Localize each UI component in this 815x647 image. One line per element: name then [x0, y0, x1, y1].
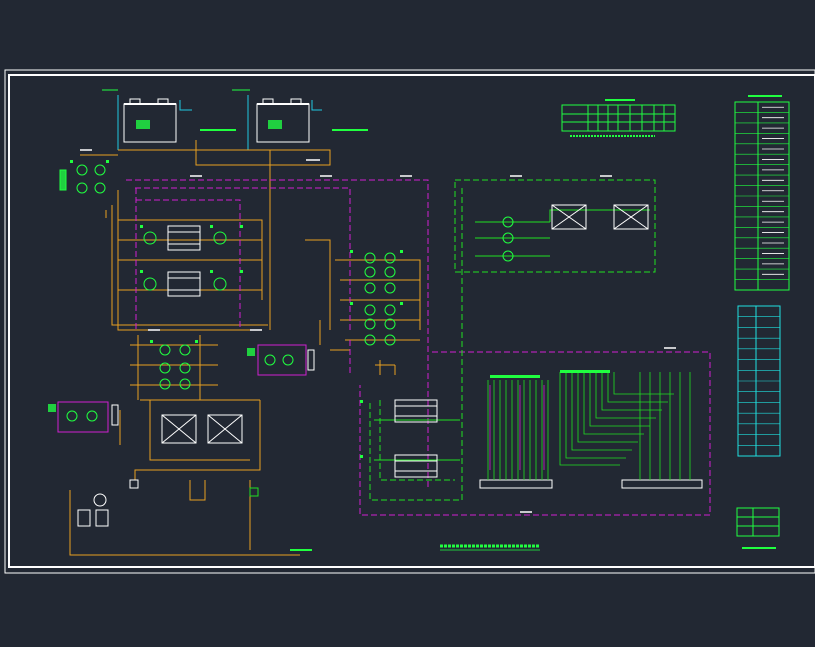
- branch-pipes-pink: [489, 385, 545, 470]
- number-table-rows: [738, 316, 780, 446]
- distributor-header-2[interactable]: [621, 479, 703, 489]
- distributor-header-1[interactable]: [479, 479, 553, 489]
- drawing-inner-frame: [8, 74, 815, 568]
- chiller-3[interactable]: [394, 399, 438, 423]
- right-pump-group[interactable]: [364, 252, 396, 346]
- cooling-water-pipes: [369, 179, 656, 501]
- cooling-water-pump-group[interactable]: [502, 216, 514, 262]
- parameter-table: [561, 99, 676, 132]
- valve-markers: [70, 160, 610, 458]
- plate-heat-exchanger-2[interactable]: [207, 414, 243, 444]
- expansion-unit-left[interactable]: [48, 401, 119, 433]
- expansion-unit-middle[interactable]: [247, 344, 315, 376]
- legend-table: [734, 95, 790, 291]
- branch-pipes: [487, 372, 691, 480]
- drawing-outer-frame: [4, 69, 815, 574]
- make-up-water-pipes: [117, 95, 322, 150]
- chiller-2[interactable]: [143, 271, 227, 297]
- middle-pump-group[interactable]: [159, 344, 191, 390]
- chiller-4[interactable]: [394, 454, 438, 478]
- heat-exchanger-top-1[interactable]: [551, 204, 587, 230]
- cooling-tower-1[interactable]: [123, 98, 177, 143]
- plate-heat-exchanger-1[interactable]: [161, 414, 197, 444]
- legend-table-rows: [735, 106, 789, 280]
- chilled-water-pipes: [69, 140, 421, 556]
- left-pump-group[interactable]: [59, 164, 106, 194]
- chiller-1[interactable]: [143, 225, 227, 251]
- cooling-tower-2[interactable]: [256, 98, 310, 143]
- heat-exchanger-top-2[interactable]: [613, 204, 649, 230]
- pink-chilled-loops: [126, 179, 711, 516]
- tower-annotations: [102, 89, 368, 131]
- pipe-size-labels: [80, 149, 676, 513]
- small-table: [736, 507, 780, 537]
- water-treatment-unit[interactable]: [77, 479, 259, 527]
